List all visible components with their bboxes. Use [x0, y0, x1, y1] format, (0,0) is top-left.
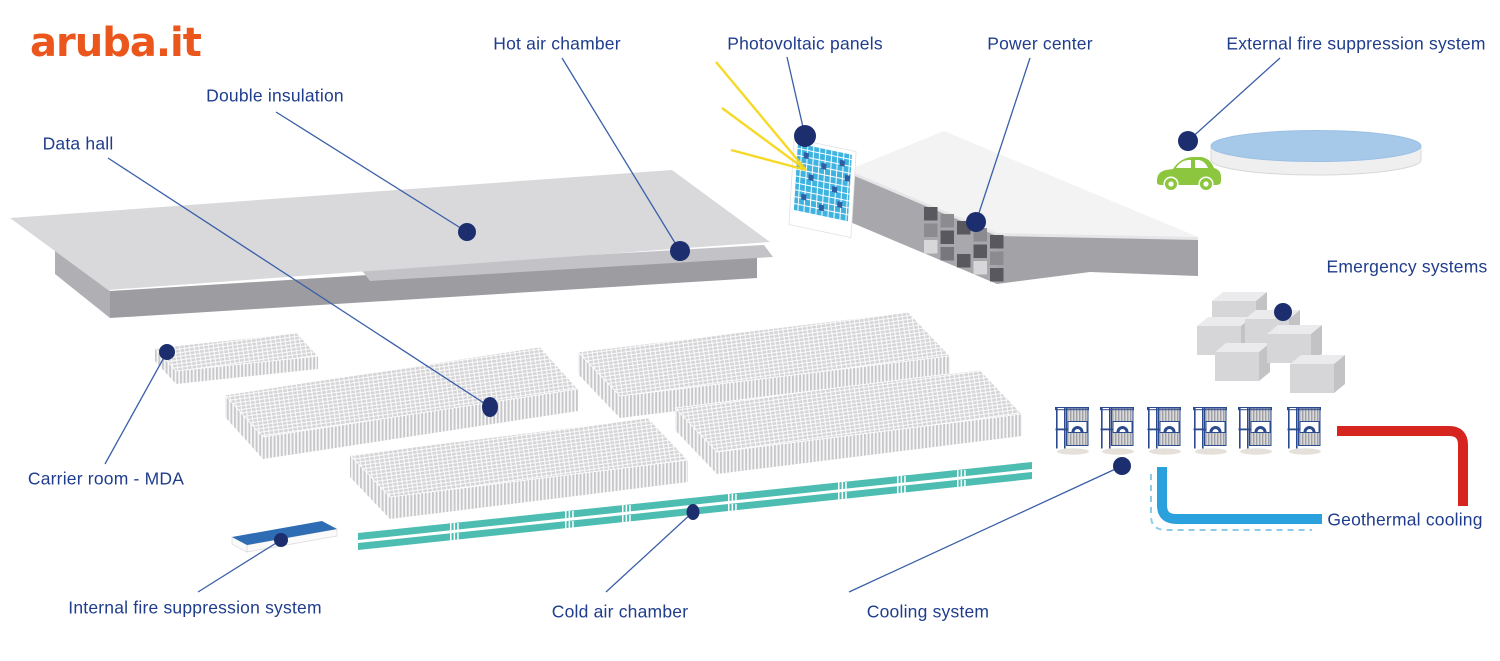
label-external-fire-suppression: External fire suppression system [1226, 33, 1486, 54]
cold-pipe-blue [1157, 467, 1322, 524]
rack-slab-row2 [577, 311, 951, 418]
label-geothermal-cooling: Geothermal cooling [1327, 509, 1483, 530]
label-cooling-system: Cooling system [866, 601, 990, 622]
label-cold-air-chamber: Cold air chamber [551, 601, 689, 622]
rack-slab-row1 [224, 346, 579, 459]
geothermal-pipes [1150, 426, 1468, 531]
label-hot-air-chamber: Hot air chamber [493, 33, 621, 54]
power-center-building [848, 131, 1198, 284]
label-data-hall: Data hall [42, 133, 114, 154]
internal-fire-slab [231, 521, 338, 553]
label-power-center: Power center [987, 33, 1093, 54]
label-internal-fire-suppression: Internal fire suppression system [68, 597, 322, 618]
aruba-logo: aruba.it [30, 20, 202, 66]
sun-rays [715, 61, 807, 172]
cooling-units [1055, 407, 1322, 455]
power-center-vent-grid [924, 207, 1004, 282]
label-carrier-room-mda: Carrier room - MDA [27, 468, 185, 489]
car-icon [1156, 157, 1221, 192]
rack-slab-row4 [674, 369, 1023, 474]
photovoltaic-panel [715, 61, 857, 239]
callout-dots [159, 125, 1292, 547]
carrier-room-slab [154, 332, 319, 384]
label-photovoltaic-panels: Photovoltaic panels [727, 33, 883, 54]
leader-lines [104, 56, 1281, 593]
data-hall-building [10, 170, 773, 318]
label-double-insulation: Double insulation [206, 85, 344, 106]
rack-slab-row3 [349, 417, 689, 519]
hot-pipe-red [1337, 426, 1468, 506]
label-emergency-systems: Emergency systems [1326, 256, 1488, 277]
emergency-cubes [1197, 292, 1345, 393]
water-basin [1210, 130, 1422, 176]
